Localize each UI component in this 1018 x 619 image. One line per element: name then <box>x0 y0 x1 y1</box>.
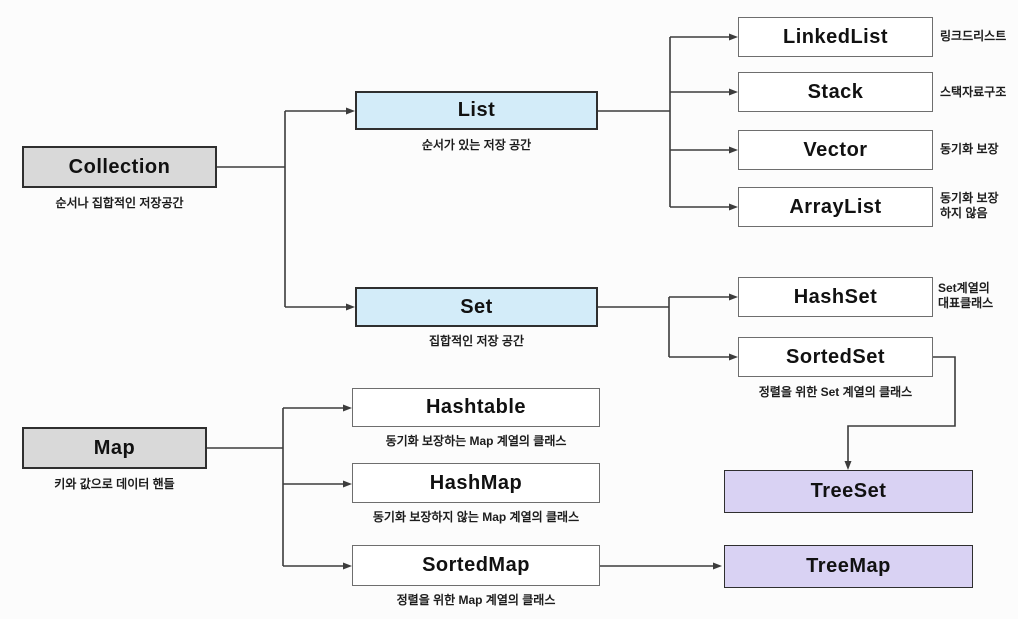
node-collection-caption: 순서나 집합적인 저장공간 <box>55 196 184 210</box>
node-collection-label: Collection <box>68 155 171 178</box>
node-hashset-label: HashSet <box>793 285 878 308</box>
node-list-label: List <box>457 99 496 121</box>
node-map: Map <box>22 427 207 469</box>
node-linkedlist-label: LinkedList <box>782 25 888 48</box>
node-hashmap-caption: 동기화 보장하지 않는 Map 계열의 클래스 <box>372 510 580 524</box>
node-sortedset-caption: 정렬을 위한 Set 계열의 클래스 <box>758 385 913 399</box>
node-treemap: TreeMap <box>724 545 973 588</box>
node-stack: Stack <box>738 72 933 112</box>
node-collection: Collection <box>22 146 217 188</box>
node-arraylist: ArrayList <box>738 187 933 227</box>
node-treeset: TreeSet <box>724 470 973 513</box>
node-hashtable-caption: 동기화 보장하는 Map 계열의 클래스 <box>385 434 567 448</box>
node-set: Set <box>355 287 598 327</box>
node-linkedlist-note: 링크드리스트 <box>940 29 1007 43</box>
node-set-caption: 집합적인 저장 공간 <box>429 334 524 348</box>
node-list-caption: 순서가 있는 저장 공간 <box>421 138 532 152</box>
node-sortedmap: SortedMap <box>352 545 600 586</box>
node-hashset-note: Set계열의 대표클래스 <box>938 281 994 310</box>
node-stack-note: 스택자료구조 <box>940 85 1007 99</box>
node-hashmap-label: HashMap <box>429 471 523 494</box>
node-sortedmap-label: SortedMap <box>422 554 530 576</box>
node-arraylist-label: ArrayList <box>789 195 882 218</box>
node-stack-label: Stack <box>807 80 864 103</box>
node-vector-label: Vector <box>803 138 868 161</box>
node-hashset: HashSet <box>738 277 933 317</box>
node-sortedmap-caption: 정렬을 위한 Map 계열의 클래스 <box>396 593 556 607</box>
node-sortedset: SortedSet <box>738 337 933 377</box>
node-hashmap: HashMap <box>352 463 600 503</box>
node-list: List <box>355 91 598 130</box>
node-arraylist-note: 동기화 보장 하지 않음 <box>940 191 999 220</box>
node-vector: Vector <box>738 130 933 170</box>
node-set-label: Set <box>460 295 493 318</box>
node-hashtable: Hashtable <box>352 388 600 427</box>
connector-sortedset-to-treeset <box>844 356 956 470</box>
node-treemap-label: TreeMap <box>806 555 891 577</box>
node-vector-note: 동기화 보장 <box>940 142 999 156</box>
node-hashtable-label: Hashtable <box>425 396 527 418</box>
node-map-caption: 키와 값으로 데이터 핸들 <box>54 477 175 491</box>
node-map-label: Map <box>93 436 136 459</box>
node-treeset-label: TreeSet <box>810 480 887 502</box>
node-linkedlist: LinkedList <box>738 17 933 57</box>
node-sortedset-label: SortedSet <box>786 345 885 368</box>
